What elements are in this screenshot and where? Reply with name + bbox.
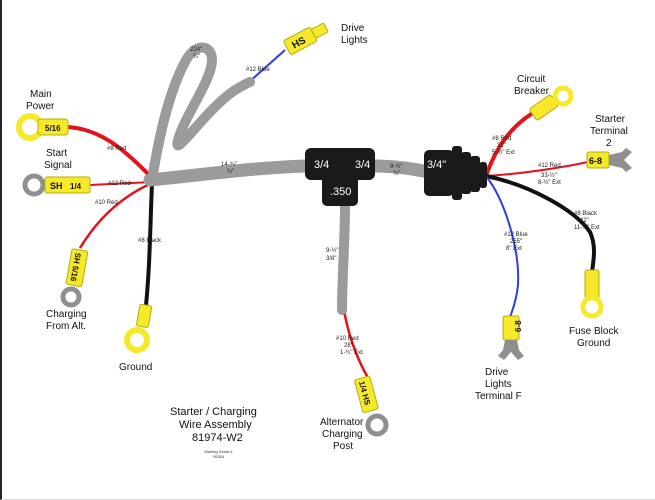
spec-st-1: #12 Red [538,163,561,169]
wire-red-main-power [65,125,154,180]
title-line-2: Wire Assembly [179,419,252,431]
spec-blue12-top: #12 Blue [246,67,270,73]
wire-blue-drive-lights-f [485,175,520,319]
drive-lights-f-fork: 6-8 [498,315,524,360]
ground-terminal [124,303,153,353]
spec-alt-3: 1-¼" Ext [340,350,363,356]
spec-fb-3: 11-½" Ext [574,224,600,231]
label-starter-terminal-1: Starter [595,114,626,125]
spec-sheath-mid-1: 14-¾" [221,162,237,168]
spec-alt-1: #10 Red [336,336,359,342]
main-power-tag: 5/16 [45,124,61,133]
wire-red-starter-terminal [485,161,589,177]
spec-cb-3: 5-½" Ext [492,149,515,156]
tee-connector: 3/4 3/4 .350 [305,148,375,206]
wire-red-circuit-breaker [484,108,539,177]
spec-fb-2: 42" [580,218,589,224]
wire-red-start-signal [89,181,153,186]
label-drive-lights-f-1: Drive [485,367,509,378]
tee-label-right: 3/4 [355,159,370,171]
spec-cb-2: 31" [497,143,506,149]
label-fuse-block-1: Fuse Block [569,326,619,337]
label-drive-lights-1: Drive [341,23,365,34]
drive-lights-f-tag: 6-8 [514,320,523,332]
label-drive-lights-2: Lights [341,35,368,46]
spec-black8-ground: #8 Black [138,238,162,244]
sheath-down [337,200,350,315]
drive-lights-terminal: HS [283,22,329,55]
tee-label-left: 3/4 [314,159,329,171]
spec-fb-1: #8 Black [574,211,598,217]
label-drive-lights-f-3: Terminal F [475,391,522,402]
wire-black-fuse-block [485,174,596,273]
spec-red10-charge: #10 Red [95,200,118,206]
starter-terminal-tag: 6-8 [589,156,602,166]
title-serial: Starting Serial # [204,449,233,454]
grommet-connector: 3/4" [424,146,487,200]
spec-alt-2: 28" [344,343,353,349]
label-ground: Ground [119,362,152,373]
starter-terminal-fork: 6-8 [586,148,632,172]
fuse-block-terminal [580,269,604,319]
start-signal-terminal: SH 1/4 [22,173,91,197]
title-line-1: Starter / Charging [170,406,257,418]
label-alternator-3: Post [333,441,353,452]
label-alternator-2: Charging [322,429,363,440]
spec-sheath-right-1: 9-½" [390,163,402,170]
spec-cb-1: #8 Red [492,136,511,142]
label-main-power-1: Main [30,89,52,100]
wire-black-ground [143,182,154,316]
main-power-terminal: 5/16 [16,113,69,141]
label-fuse-block-2: Ground [577,338,610,349]
spec-len-224-size: ¼" [193,54,200,60]
tee-label-bottom: .350 [330,186,351,198]
label-drive-lights-f-2: Lights [485,379,512,390]
spec-sheath-down-1: 9-½" [326,247,338,254]
label-main-power-2: Power [26,101,55,112]
label-starter-terminal-2: Terminal [590,126,628,137]
spec-sheath-right-2: ¾" [393,171,400,177]
label-alternator-1: Alternator [320,417,364,428]
label-circuit-breaker-2: Breaker [514,86,550,97]
alternator-terminal: 1/4 HS [354,375,389,437]
spec-sheath-down-2: 3/8" [326,256,336,262]
title-line-3: 81974-W2 [192,432,243,444]
label-start-signal-1: Start [46,148,67,159]
label-start-signal-2: Signal [44,160,72,171]
label-charging-2: From Alt. [46,321,86,332]
circuit-breaker-terminal [529,85,574,121]
start-signal-tag-size: 1/4 [70,182,82,191]
spec-len-224: 224" [190,47,202,53]
grommet-label: 3/4" [427,159,446,171]
spec-st-3: 8-½" Ext [538,179,561,186]
title-serial-number: 06316 [213,454,225,459]
spec-dlf-1: #12 Blue [504,232,528,238]
spec-sheath-mid-2: ¾" [227,169,234,175]
spec-red12-start: #12 Red [108,181,131,187]
charging-terminal: SH 5/16 [60,248,89,308]
label-circuit-breaker-1: Circuit [517,74,546,85]
wire-red-charging [78,181,153,249]
spec-red8-main: #8 Red [107,146,126,152]
label-charging-1: Charging [46,309,87,320]
spec-dlf-2: 255" [510,239,522,245]
spec-st-2: 33-½" [541,172,557,179]
sheath-main-left [143,159,312,187]
wire-blue-drive-lights [247,49,286,84]
label-starter-terminal-3: 2 [606,138,612,149]
spec-dlf-3: 8" Ext [506,246,522,252]
sheath-main-right [374,159,430,179]
sheath-top-loop [147,42,255,185]
start-signal-tag-sh: SH [50,181,63,191]
